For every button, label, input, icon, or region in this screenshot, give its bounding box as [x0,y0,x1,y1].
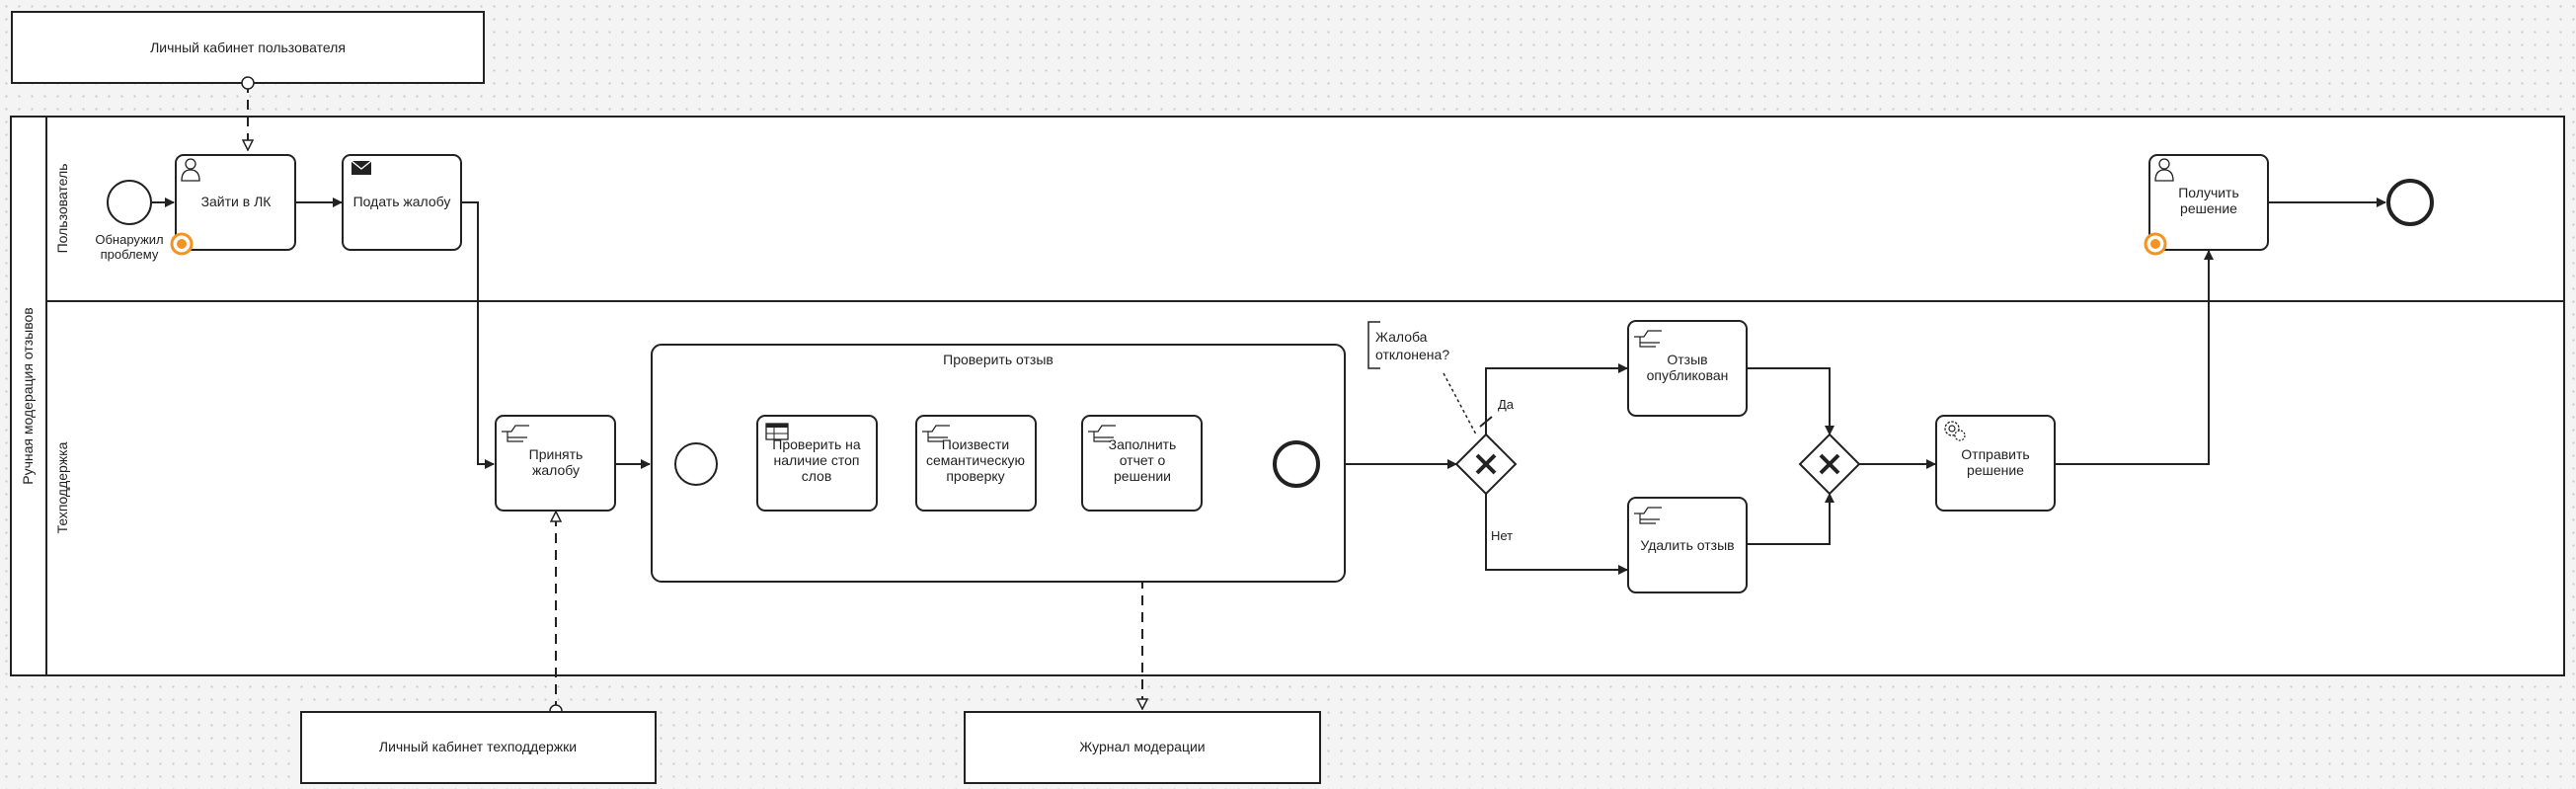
x-icon [1819,453,1840,475]
text-annotation: Жалоба отклонена? [1367,321,1477,435]
manual-task-icon [502,425,529,442]
manual-task-icon [1634,330,1662,348]
timer-boundary-icon [2144,232,2167,256]
semLbl-line: семантическую [926,452,1025,468]
datastore-moderation-log[interactable]: Журнал модерации [964,711,1321,784]
getLbl-line: Получить [2178,185,2239,200]
datastore-support-label: Личный кабинет техподдержки [379,739,577,754]
flow-send-get [2055,250,2214,465]
annLbl-line: отклонена? [1375,347,1449,362]
flow-delete-merge [1747,493,1834,545]
acceptLbl-line: жалобу [532,462,580,478]
annLbl-line: Жалоба [1375,329,1428,345]
flow-published-merge [1747,367,1834,435]
gear-icon [1944,421,1966,441]
timer-boundary-icon [170,232,194,256]
startLbl-line: проблему [101,247,159,262]
task-submit-label: Подать жалобу [353,194,451,209]
repLbl-line: Заполнить [1109,436,1177,452]
start-event[interactable] [107,180,152,225]
manual-task-icon [1088,425,1116,442]
flow-no [1485,494,1628,575]
task-login[interactable]: Зайти в ЛК [175,154,296,251]
sendLbl-line: решение [1967,462,2024,478]
datastore-user-cabinet[interactable]: Личный кабинет пользователя [11,11,485,84]
stopLbl-line: наличие стоп [774,452,860,468]
datastore-moderation-label: Журнал модерации [1079,739,1205,754]
sendLbl-line: Отправить [1961,446,2029,462]
exclusive-gateway-merge[interactable] [1798,433,1861,496]
subprocess-start-event [674,442,718,486]
repLbl-line: решении [1114,468,1171,484]
gateway-no-label: Нет [1491,528,1513,543]
pubLbl-line: опубликован [1647,367,1729,383]
envelope-icon [351,160,372,175]
user-task-icon [181,158,200,182]
task-delete-review[interactable]: Удалить отзыв [1627,497,1748,593]
flow-yes [1485,363,1628,434]
flow-yes-default-mark [1479,416,1493,428]
datastore-user-cabinet-label: Личный кабинет пользователя [150,39,346,55]
gateway-yes-label: Да [1498,397,1515,412]
annotation-text: Жалоба отклонена? [1375,329,1449,362]
subprocess-title: Проверить отзыв [943,352,1054,367]
business-rule-icon [765,423,789,440]
datastore-support-cabinet[interactable]: Личный кабинет техподдержки [300,711,657,784]
end-event[interactable] [2386,179,2434,226]
user-task-icon [2154,158,2174,182]
manual-task-icon [922,425,950,442]
task-delete-label: Удалить отзыв [1640,537,1734,553]
stopLbl-line: Проверить на [772,436,861,452]
semLbl-line: проверку [946,468,1004,484]
stopLbl-line: слов [802,468,832,484]
pool-title: Ручная модерация отзывов [20,307,36,484]
flow-submit-accept [461,201,495,469]
lane-support-label: Техподдержка [54,441,70,533]
exclusive-gateway-split[interactable] [1454,433,1518,496]
acceptLbl-line: Принять [529,446,584,462]
manual-task-icon [1634,507,1662,524]
task-login-label: Зайти в ЛК [201,194,273,209]
subprocess-end-event [1273,440,1320,488]
getLbl-line: решение [2180,200,2237,216]
pubLbl-line: Отзыв [1667,352,1707,367]
semLbl-line: Поизвести [942,436,1009,452]
repLbl-line: отчет о [1120,452,1166,468]
x-icon [1475,453,1497,475]
lane-user-label: Пользователь [54,164,70,254]
startLbl-line: Обнаружил [95,232,163,247]
task-submit-complaint[interactable]: Подать жалобу [342,154,462,251]
